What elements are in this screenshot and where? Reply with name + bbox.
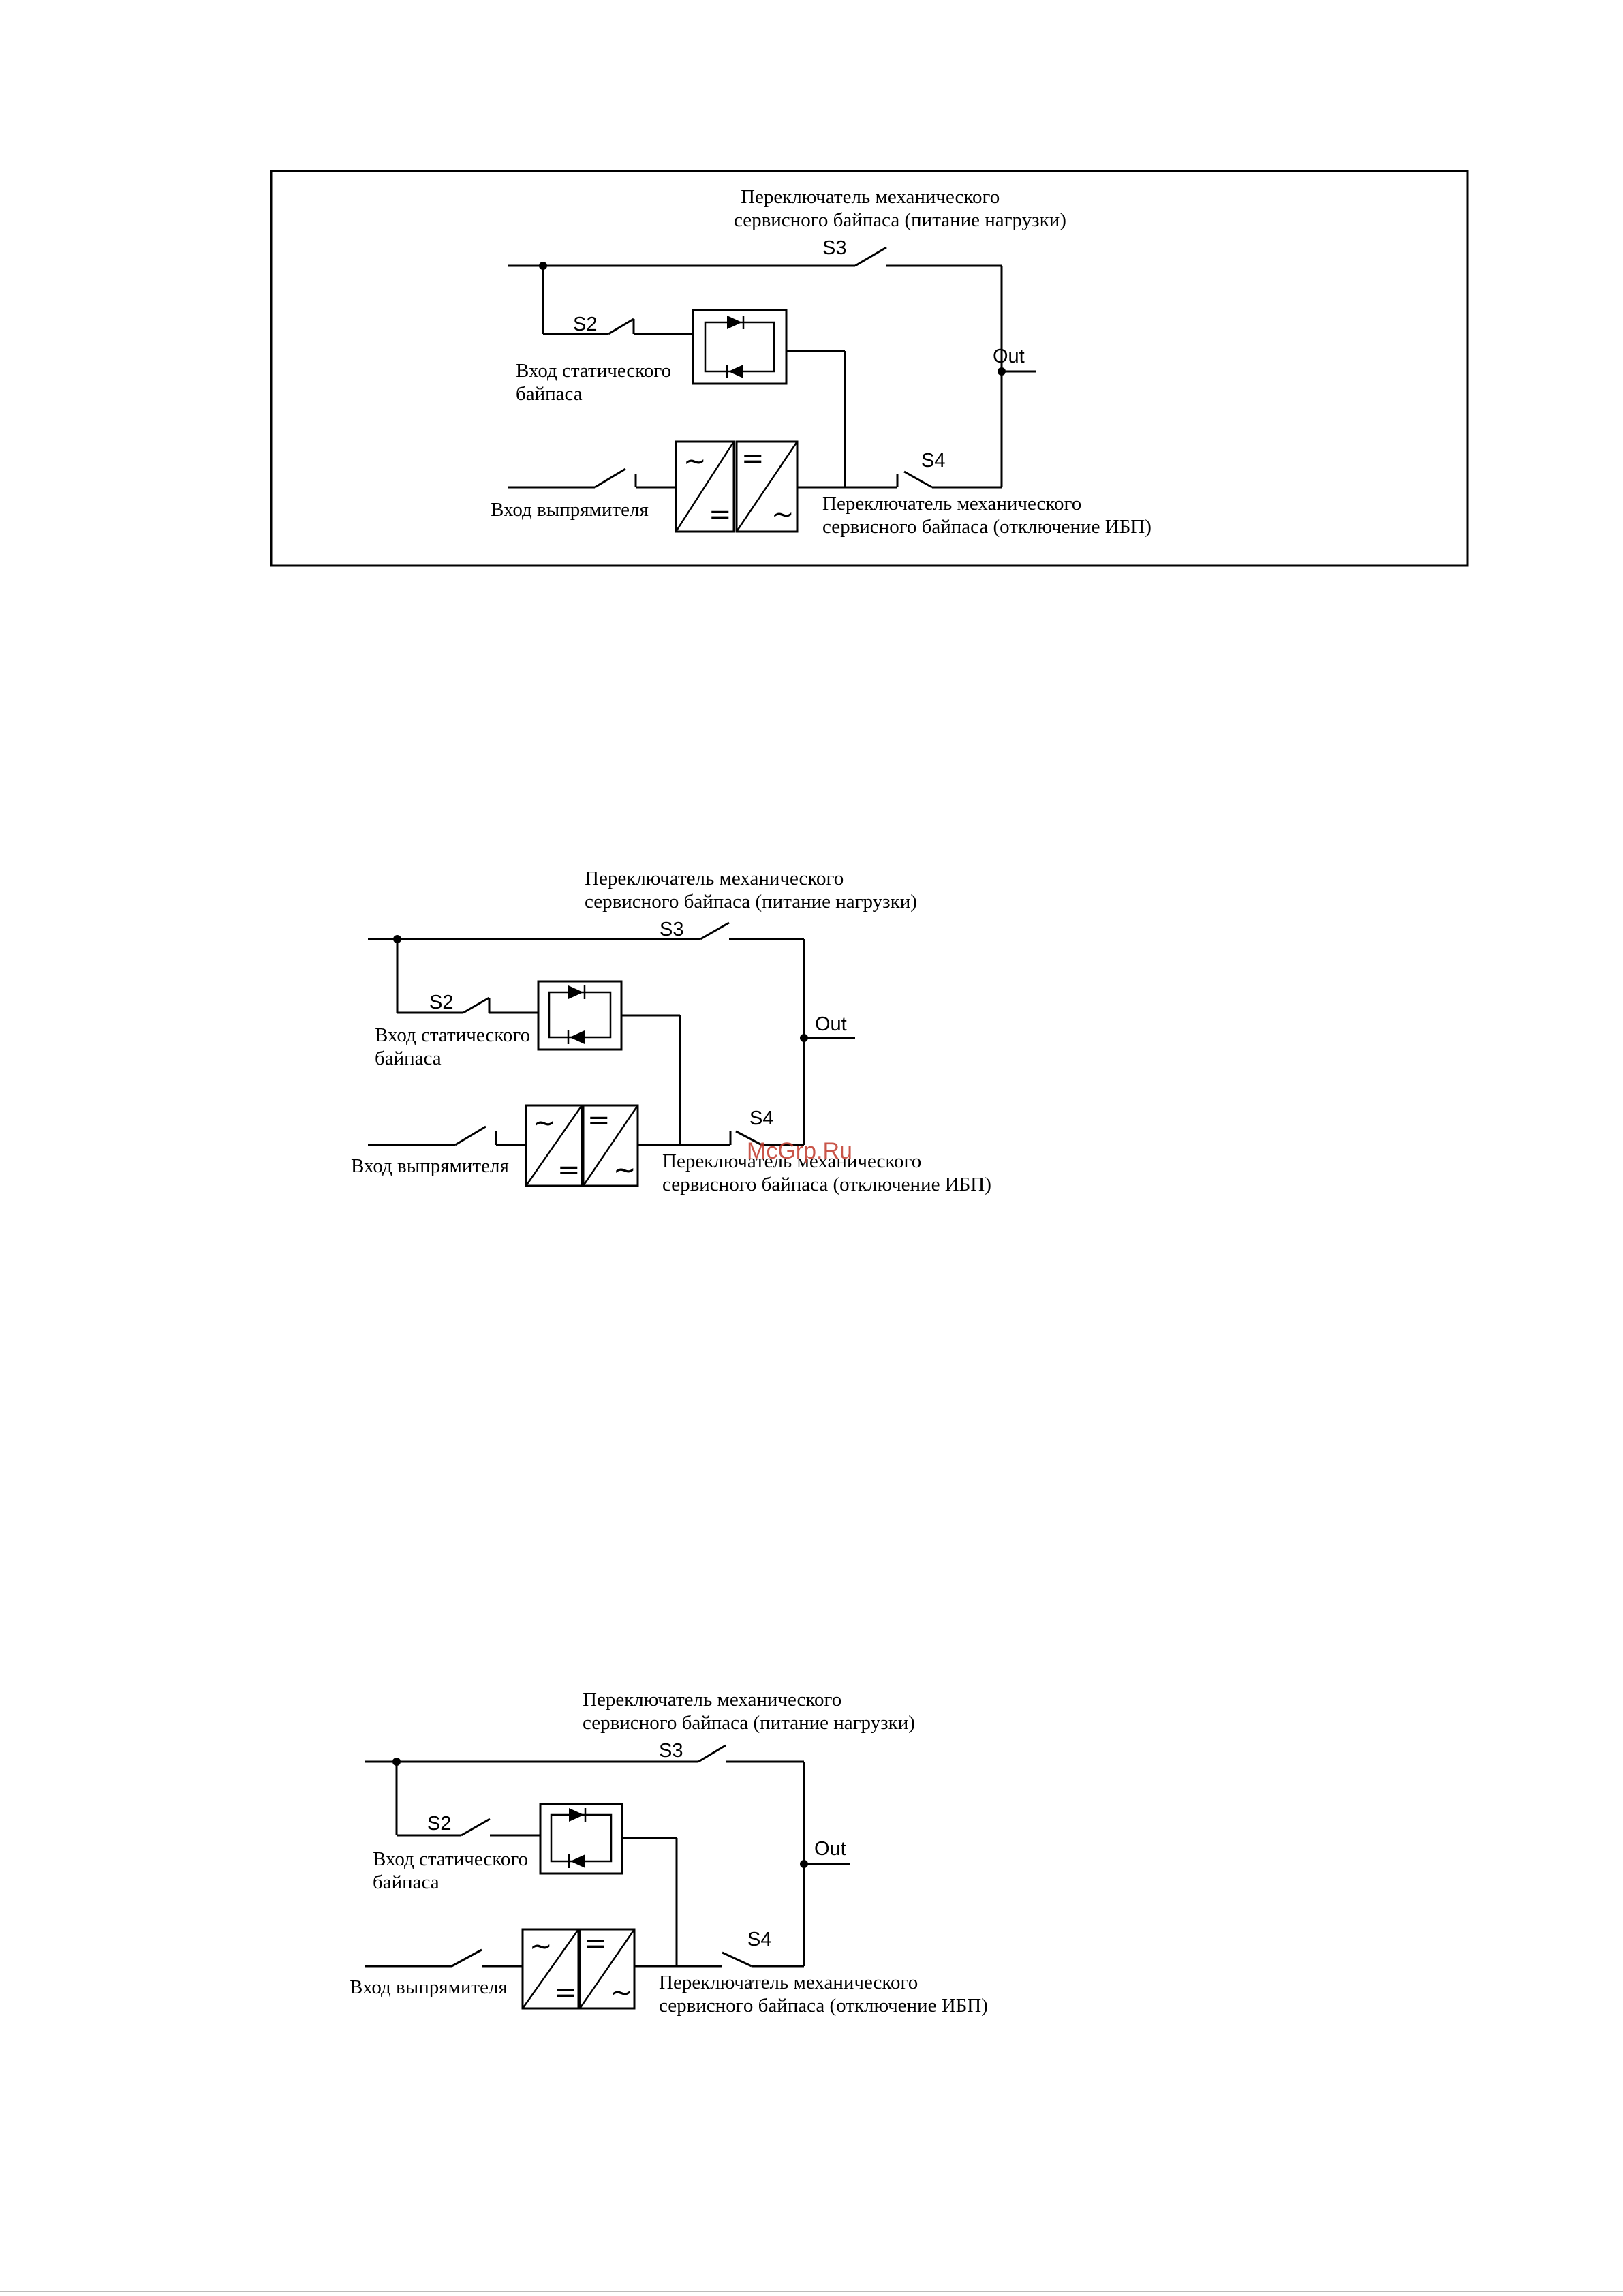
rectifier-switch	[454, 1125, 486, 1146]
static-input-line2: байпаса	[516, 383, 583, 405]
s3-caption-line2: сервисного байпаса (питание нагрузки)	[585, 891, 917, 913]
watermark-text: McGrp.Ru	[747, 1138, 852, 1164]
s4-label: S4	[921, 450, 945, 472]
thyristor-forward-icon	[568, 985, 583, 999]
s4-caption-line2: сервисного байпаса (отключение ИБП)	[662, 1174, 991, 1195]
diagram-3: Переключатель механического сервисного б…	[350, 1689, 988, 2017]
s4-caption-line1: Переключатель механического	[659, 1972, 918, 1993]
s2-label: S2	[429, 992, 453, 1013]
rectifier-box	[521, 1928, 580, 2010]
out-label: Out	[993, 346, 1025, 367]
diagram-1: Переключатель механического сервисного б…	[491, 186, 1151, 538]
rectifier-diagonal	[525, 1105, 583, 1187]
rectifier-switch	[594, 468, 626, 489]
s4-caption-line1: Переключатель механического	[822, 493, 1081, 515]
ac-icon: ~	[533, 1107, 556, 1139]
dc-icon: =	[584, 1928, 607, 1959]
ac-icon: ~	[683, 446, 707, 477]
rectifier-input-label: Вход выпрямителя	[350, 1976, 508, 1998]
s3-caption-line1: Переключатель механического	[585, 868, 844, 889]
thyristor-reverse-icon	[570, 1030, 585, 1044]
dc-icon: =	[741, 443, 764, 474]
s3-caption-line1: Переключатель механического	[583, 1689, 841, 1711]
thyristor-reverse-icon	[728, 365, 743, 378]
thyristor-loop	[704, 321, 775, 373]
dc-icon: =	[557, 1154, 581, 1186]
static-input-line1: Вход статического	[375, 1024, 530, 1046]
s3-caption-line2: сервисного байпаса (питание нагрузки)	[583, 1712, 915, 1734]
out-label: Out	[814, 1838, 846, 1860]
rectifier-switch	[451, 1948, 482, 1968]
rectifier-box	[525, 1104, 583, 1187]
thyristor-forward-icon	[727, 316, 742, 329]
diagram-1-frame	[270, 170, 1469, 567]
s2-switch	[608, 318, 634, 335]
ac-icon: ~	[529, 1931, 553, 1962]
diagram-2: Переключатель механического сервисного б…	[351, 868, 991, 1195]
static-input-line1: Вход статического	[373, 1848, 528, 1870]
rectifier-input-label: Вход выпрямителя	[351, 1155, 509, 1177]
inverter-diagonal	[578, 1929, 636, 2009]
rectifier-input-label: Вход выпрямителя	[491, 499, 649, 521]
out-label: Out	[815, 1013, 847, 1035]
inverter-box	[578, 1928, 636, 2010]
s2-label: S2	[427, 1813, 451, 1835]
s4-caption-line1: Переключатель механического	[662, 1150, 921, 1172]
inverter-diagonal	[582, 1105, 639, 1187]
rectifier-box	[675, 440, 735, 533]
static-input-line2: байпаса	[375, 1047, 442, 1069]
rectifier-diagonal	[675, 441, 735, 532]
s3-caption-line1: Переключатель механического	[741, 186, 1000, 208]
s4-switch	[903, 470, 933, 489]
s4-caption-line2: сервисного байпаса (отключение ИБП)	[822, 516, 1151, 538]
s3-switch	[698, 1744, 726, 1763]
dc-icon: =	[554, 1977, 577, 2008]
dc-icon: =	[587, 1105, 610, 1136]
static-input-line1: Вход статического	[516, 360, 671, 382]
s2-switch	[463, 996, 490, 1014]
static-input-line2: байпаса	[373, 1871, 439, 1893]
rectifier-diagonal	[521, 1929, 580, 2009]
s2-switch	[461, 1818, 491, 1837]
s3-label: S3	[659, 1740, 683, 1762]
ac-icon: ~	[613, 1154, 636, 1186]
s4-switch	[735, 1130, 762, 1146]
s3-label: S3	[660, 919, 683, 940]
s4-switch	[722, 1951, 752, 1968]
ac-icon: ~	[771, 499, 794, 530]
s4-label: S4	[749, 1107, 773, 1129]
s3-switch	[854, 246, 887, 267]
thyristor-loop	[550, 1813, 613, 1863]
thyristor-forward-icon	[569, 1808, 584, 1822]
s4-caption-line2: сервисного байпаса (отключение ИБП)	[659, 1995, 988, 2017]
ac-icon: ~	[610, 1977, 633, 2008]
s2-label: S2	[573, 313, 597, 335]
s3-label: S3	[822, 237, 846, 259]
inverter-diagonal	[735, 441, 799, 532]
thyristor-loop	[548, 991, 612, 1039]
dc-icon: =	[709, 499, 732, 530]
static-switch-box	[692, 309, 788, 385]
s3-switch	[700, 921, 730, 940]
thyristor-reverse-icon	[570, 1854, 585, 1868]
s4-label: S4	[747, 1929, 771, 1950]
s3-caption-line2: сервисного байпаса (питание нагрузки)	[734, 209, 1066, 231]
